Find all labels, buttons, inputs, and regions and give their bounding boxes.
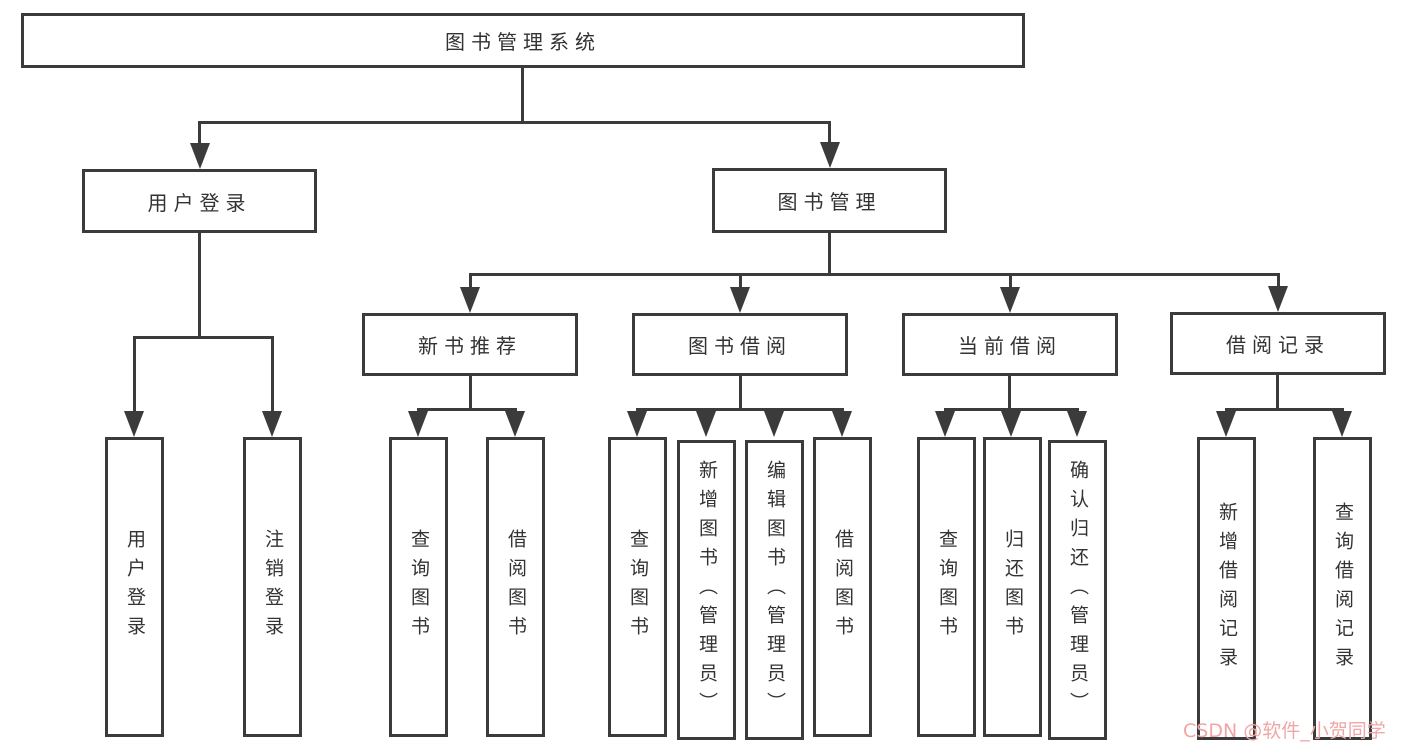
connector-drop-bb-edit: [773, 408, 776, 413]
node-current-borrow: 当前借阅: [902, 313, 1118, 376]
arrowhead-borrow-record: [1268, 286, 1288, 312]
connector-drop-book-mgmt: [828, 121, 831, 144]
connector-drop-cb-query: [944, 408, 947, 413]
node-leaf-user-login: 用户登录: [105, 437, 164, 737]
connector-drop-borrow-record: [1277, 273, 1280, 288]
node-book-mgmt: 图书管理: [712, 168, 947, 233]
node-bb-edit-book-admin: 编辑图书（管理员）: [745, 440, 804, 740]
connector-book-borrow-branch: [636, 408, 844, 411]
connector-drop-leaf-logout: [271, 336, 274, 412]
arrowhead-leaf-logout: [262, 411, 282, 437]
node-book-borrow: 图书借阅: [632, 313, 848, 376]
connector-drop-br-add: [1225, 408, 1228, 413]
arrowhead-current-borrow: [1000, 287, 1020, 313]
node-borrow-record: 借阅记录: [1170, 312, 1386, 375]
node-rec-borrow-book: 借阅图书: [486, 437, 545, 737]
arrowhead-rec-borrow: [505, 411, 525, 437]
node-root: 图书管理系统: [21, 13, 1025, 68]
arrowhead-cb-confirm: [1067, 411, 1087, 437]
connector-root-stem: [521, 68, 524, 121]
node-bb-query-book: 查询图书: [608, 437, 667, 737]
node-br-add-record: 新增借阅记录: [1197, 437, 1256, 740]
connector-current-borrow-stem: [1008, 376, 1011, 408]
node-rec-query-book: 查询图书: [389, 437, 448, 737]
arrowhead-br-add: [1216, 411, 1236, 437]
connector-drop-cb-confirm: [1076, 408, 1079, 413]
connector-drop-cb-return: [1010, 408, 1013, 413]
connector-book-mgmt-branch: [470, 273, 1280, 276]
connector-drop-rec-query: [417, 408, 420, 413]
node-user-login: 用户登录: [82, 169, 317, 233]
connector-user-login-branch: [133, 336, 274, 339]
node-bb-borrow-book: 借阅图书: [813, 437, 872, 737]
connector-drop-rec-borrow: [514, 408, 517, 413]
arrowhead-br-query: [1332, 411, 1352, 437]
csdn-watermark: CSDN @软件_小贺同学: [1183, 720, 1386, 742]
connector-drop-new-book: [469, 273, 472, 289]
connector-drop-current-borrow: [1009, 273, 1012, 289]
connector-drop-br-query: [1341, 408, 1344, 413]
connector-drop-bb-add: [705, 408, 708, 413]
connector-new-book-branch: [417, 408, 517, 411]
node-br-query-record: 查询借阅记录: [1313, 437, 1372, 740]
node-leaf-logout: 注销登录: [243, 437, 302, 737]
arrowhead-bb-query: [627, 411, 647, 437]
connector-book-mgmt-stem: [828, 233, 831, 273]
arrowhead-bb-edit: [764, 411, 784, 437]
connector-user-login-stem: [198, 233, 201, 336]
arrowhead-bb-add: [696, 411, 716, 437]
connector-root-branch: [198, 121, 831, 124]
node-cb-confirm-return-admin: 确认归还（管理员）: [1048, 440, 1107, 740]
arrowhead-user-login: [190, 143, 210, 169]
connector-drop-bb-query: [636, 408, 639, 413]
connector-borrow-record-stem: [1276, 375, 1279, 408]
connector-drop-bb-borrow: [841, 408, 844, 413]
node-new-book-rec: 新书推荐: [362, 313, 578, 376]
arrowhead-book-mgmt: [820, 142, 840, 168]
arrowhead-cb-query: [935, 411, 955, 437]
connector-drop-book-borrow: [739, 273, 742, 289]
arrowhead-bb-borrow: [832, 411, 852, 437]
connector-drop-leaf-user-login: [133, 336, 136, 412]
node-cb-query-book: 查询图书: [917, 437, 976, 737]
connector-new-book-stem: [469, 376, 472, 408]
arrowhead-cb-return: [1001, 411, 1021, 437]
arrowhead-leaf-user-login: [124, 411, 144, 437]
arrowhead-book-borrow: [730, 287, 750, 313]
connector-drop-user-login: [198, 121, 201, 145]
node-cb-return-book: 归还图书: [983, 437, 1042, 737]
node-bb-add-book-admin: 新增图书（管理员）: [677, 440, 736, 740]
arrowhead-rec-query: [408, 411, 428, 437]
connector-book-borrow-stem: [739, 376, 742, 408]
connector-borrow-record-branch: [1225, 408, 1344, 411]
arrowhead-new-book: [460, 287, 480, 313]
